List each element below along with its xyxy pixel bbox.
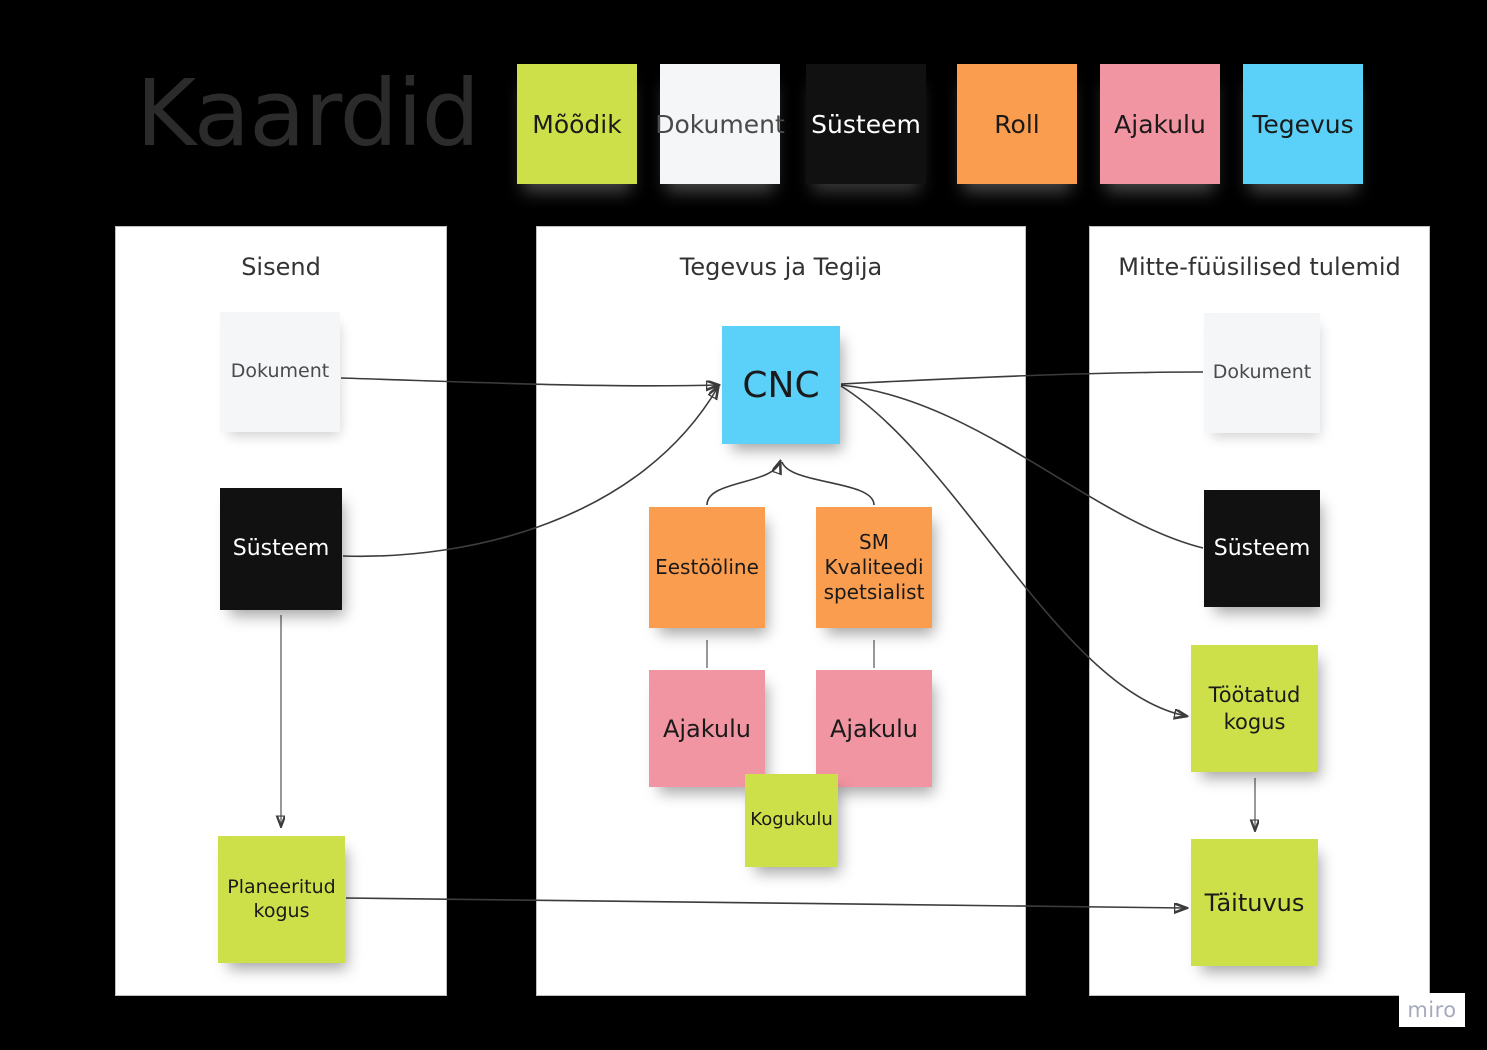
sticky-note-ajakulu-left[interactable]: Ajakulu: [649, 670, 765, 787]
sticky-note-ajakulu-right[interactable]: Ajakulu: [816, 670, 932, 787]
column-title-tegevus: Tegevus ja Tegija: [679, 253, 883, 281]
sticky-note-eestooline[interactable]: Eestööline: [649, 507, 765, 628]
sticky-note-tootatud-kogus[interactable]: Töötatud kogus: [1191, 645, 1318, 772]
sticky-note-tulemid-dokument[interactable]: Dokument: [1204, 313, 1320, 433]
column-title-sisend: Sisend: [241, 253, 321, 281]
sticky-note-sisend-planeeritud-kogus[interactable]: Planeeritud kogus: [218, 836, 345, 963]
miro-wordmark: miro: [1407, 998, 1457, 1022]
sticky-note-sisend-susteem[interactable]: Süsteem: [220, 488, 342, 610]
legend-note-roll[interactable]: Roll: [957, 64, 1077, 184]
sticky-note-sm-kvaliteedi-spetsialist[interactable]: SM Kvaliteedi spetsialist: [816, 507, 932, 628]
legend-note-mõõdik[interactable]: Mõõdik: [517, 64, 637, 184]
miro-watermark: miro: [1399, 993, 1465, 1027]
legend-note-süsteem[interactable]: Süsteem: [806, 64, 926, 184]
legend-note-ajakulu[interactable]: Ajakulu: [1100, 64, 1220, 184]
legend-note-tegevus[interactable]: Tegevus: [1243, 64, 1363, 184]
page-title: Kaardid: [136, 60, 480, 167]
legend-note-dokument[interactable]: Dokument: [655, 64, 785, 184]
sticky-note-tulemid-susteem[interactable]: Süsteem: [1204, 490, 1320, 607]
column-title-tulemid: Mitte-füüsilised tulemid: [1118, 253, 1401, 281]
sticky-note-sisend-dokument[interactable]: Dokument: [220, 312, 340, 432]
sticky-note-taituvus[interactable]: Täituvus: [1191, 839, 1318, 966]
sticky-note-cnc[interactable]: CNC: [722, 326, 840, 444]
sticky-note-kogukulu[interactable]: Kogukulu: [745, 774, 838, 867]
